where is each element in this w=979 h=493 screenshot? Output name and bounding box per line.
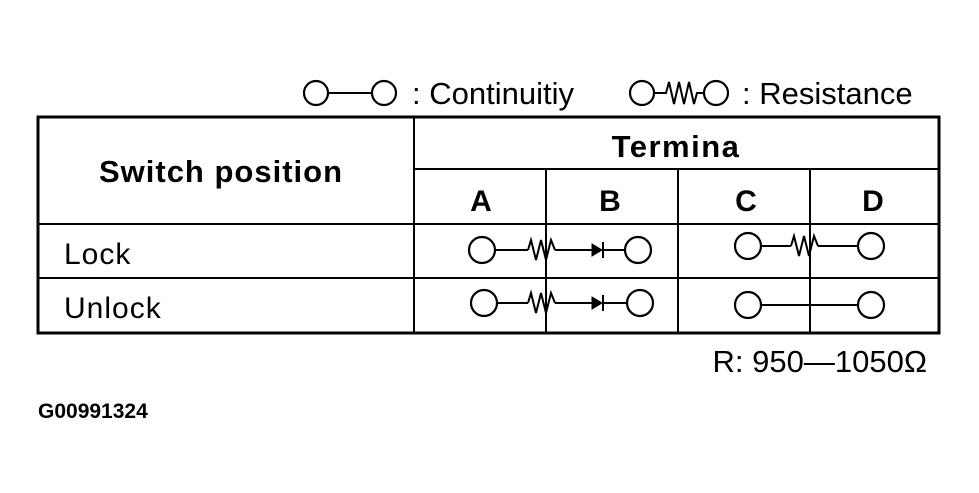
figure-code: G00991324	[38, 400, 148, 423]
terminal-node-c	[733, 290, 763, 320]
continuity-legend-label: : Continuitiy	[412, 76, 574, 111]
terminal-node-c	[733, 231, 763, 261]
diode-symbol	[591, 243, 603, 257]
column-group-header: Termina	[612, 129, 741, 164]
terminal-node-b	[625, 288, 655, 318]
terminal-node-d	[856, 231, 886, 261]
resistance-legend-label: : Resistance	[742, 76, 913, 111]
continuity-legend-symbol	[302, 79, 398, 107]
terminal-node-a	[467, 235, 497, 265]
legend: : Continuitiy : Resistance	[302, 76, 913, 111]
terminal-header-b: B	[599, 185, 621, 218]
terminal-node-a	[469, 288, 499, 318]
row-header-switch-position: Switch position	[99, 154, 343, 189]
row-label-lock: Lock	[64, 238, 131, 271]
terminal-header-d: D	[862, 185, 884, 218]
terminal-header-a: A	[470, 185, 492, 218]
diode-symbol	[591, 296, 603, 310]
terminal-node-d	[856, 290, 886, 320]
terminal-node-b	[623, 235, 653, 265]
terminal-header-c: C	[735, 185, 757, 218]
lock-connection-c-d	[733, 231, 886, 261]
resistance-range-note: R: 950—1050Ω	[713, 344, 927, 379]
resistance-legend-symbol	[628, 79, 730, 107]
lock-connection-a-b	[467, 235, 653, 265]
unlock-connection-c-d	[733, 290, 886, 320]
unlock-connection-a-b	[469, 288, 655, 318]
terminal-table: Switch position Termina A B C D Lock Unl…	[36, 115, 941, 335]
row-label-unlock: Unlock	[64, 292, 162, 325]
